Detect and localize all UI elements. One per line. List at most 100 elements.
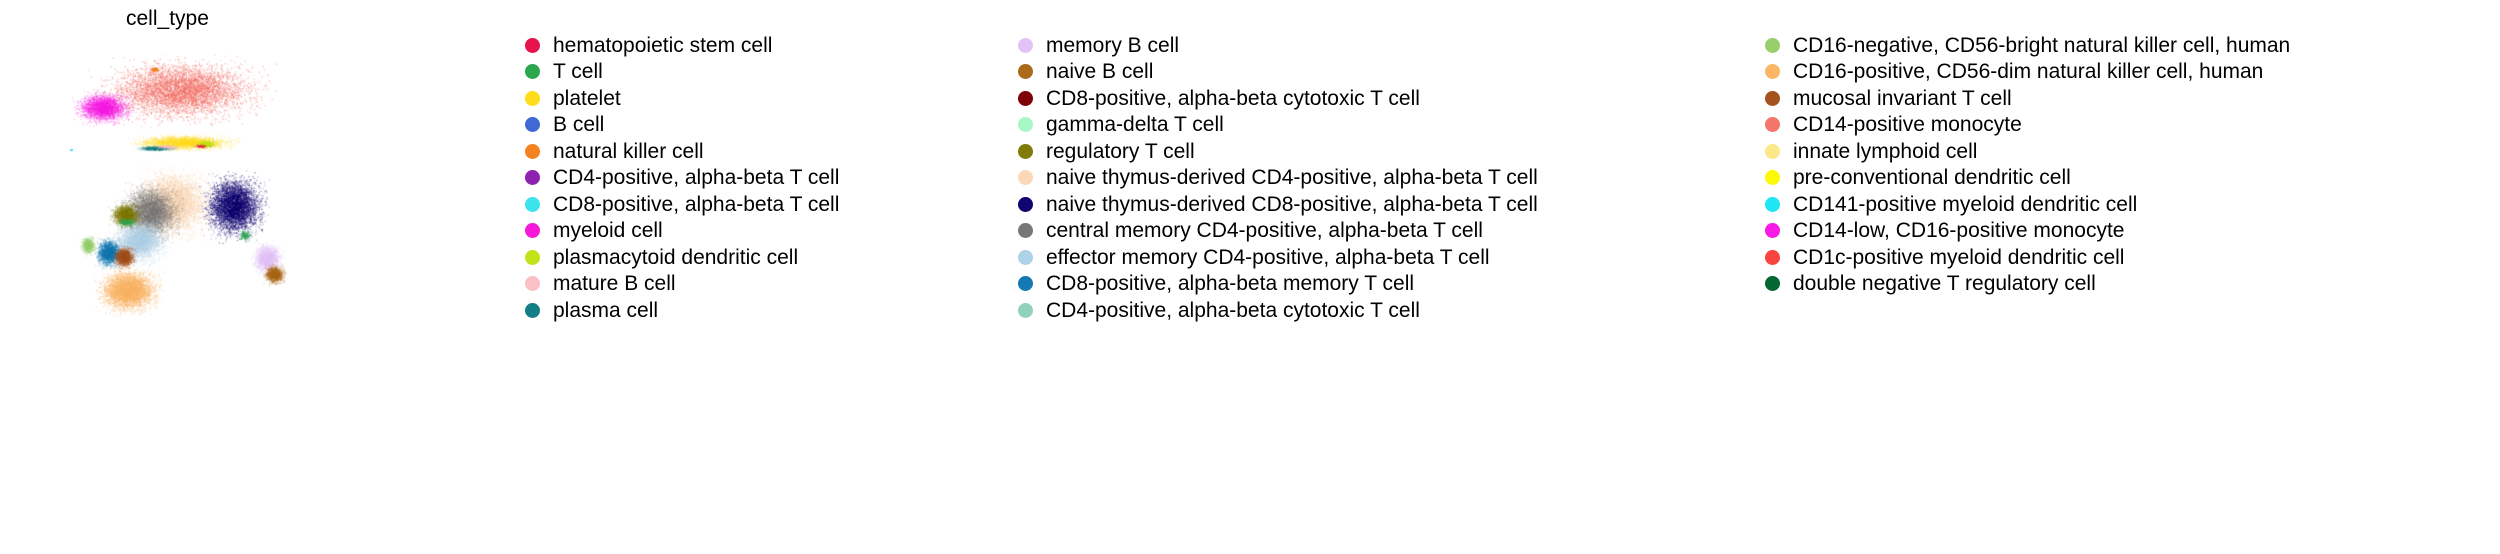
legend-color-dot-icon xyxy=(1018,90,1033,106)
legend-item-label: naive thymus-derived CD8-positive, alpha… xyxy=(1046,192,1538,216)
legend-color-dot-icon xyxy=(525,117,540,133)
legend-item-label: CD8-positive, alpha-beta memory T cell xyxy=(1046,272,1415,296)
legend-color-dot-icon xyxy=(1018,196,1033,212)
legend-color-dot-icon xyxy=(1765,143,1780,159)
legend-item[interactable]: mucosal invariant T cell xyxy=(1765,85,2290,112)
legend-item-label: CD16-negative, CD56-bright natural kille… xyxy=(1793,33,2291,57)
legend-item[interactable]: CD4-positive, alpha-beta T cell xyxy=(525,165,839,192)
legend-item[interactable]: naive thymus-derived CD4-positive, alpha… xyxy=(1018,165,1538,192)
legend-color-dot-icon xyxy=(1018,170,1033,186)
legend-item-label: hematopoietic stem cell xyxy=(553,33,773,57)
legend-color-dot-icon xyxy=(1765,196,1780,212)
legend-item-label: CD14-low, CD16-positive monocyte xyxy=(1793,219,2125,243)
legend-item[interactable]: CD8-positive, alpha-beta T cell xyxy=(525,191,839,218)
legend-color-dot-icon xyxy=(1765,276,1780,292)
legend-item[interactable]: natural killer cell xyxy=(525,138,839,165)
legend-color-dot-icon xyxy=(1765,37,1780,53)
legend-color-dot-icon xyxy=(525,302,540,318)
legend-color-dot-icon xyxy=(525,90,540,106)
legend-item-label: effector memory CD4-positive, alpha-beta… xyxy=(1046,245,1490,269)
umap-scatter-canvas xyxy=(0,0,330,554)
legend-color-dot-icon xyxy=(1018,143,1033,159)
legend-item-label: plasmacytoid dendritic cell xyxy=(553,245,799,269)
legend-color-dot-icon xyxy=(1018,64,1033,80)
legend-item-label: CD14-positive monocyte xyxy=(1793,113,2022,137)
legend-item[interactable]: central memory CD4-positive, alpha-beta … xyxy=(1018,218,1538,245)
legend-color-dot-icon xyxy=(525,170,540,186)
legend-item[interactable]: CD1c-positive myeloid dendritic cell xyxy=(1765,244,2290,271)
legend-item[interactable]: myeloid cell xyxy=(525,218,839,245)
legend-color-dot-icon xyxy=(525,249,540,265)
legend-color-dot-icon xyxy=(1765,117,1780,133)
legend-color-dot-icon xyxy=(1018,223,1033,239)
legend-item-label: gamma-delta T cell xyxy=(1046,113,1224,137)
legend-item[interactable]: memory B cell xyxy=(1018,32,1538,59)
legend-item-label: myeloid cell xyxy=(553,219,663,243)
legend-color-dot-icon xyxy=(525,143,540,159)
legend-item-label: CD8-positive, alpha-beta T cell xyxy=(553,192,840,216)
legend-color-dot-icon xyxy=(1018,302,1033,318)
legend-item[interactable]: CD8-positive, alpha-beta cytotoxic T cel… xyxy=(1018,85,1538,112)
legend-item-label: central memory CD4-positive, alpha-beta … xyxy=(1046,219,1483,243)
page-title: cell_type xyxy=(126,7,209,30)
legend-item[interactable]: CD14-positive monocyte xyxy=(1765,112,2290,139)
legend-item-label: mature B cell xyxy=(553,272,676,296)
legend-column-3: CD16-negative, CD56-bright natural kille… xyxy=(1765,32,2290,297)
legend-item-label: innate lymphoid cell xyxy=(1793,139,1978,163)
legend-item-label: CD1c-positive myeloid dendritic cell xyxy=(1793,245,2125,269)
legend-item[interactable]: regulatory T cell xyxy=(1018,138,1538,165)
legend-item-label: CD4-positive, alpha-beta cytotoxic T cel… xyxy=(1046,298,1420,322)
legend-item-label: double negative T regulatory cell xyxy=(1793,272,2096,296)
legend-item-label: memory B cell xyxy=(1046,33,1180,57)
legend-item[interactable]: naive thymus-derived CD8-positive, alpha… xyxy=(1018,191,1538,218)
legend-item[interactable]: mature B cell xyxy=(525,271,839,298)
legend-color-dot-icon xyxy=(525,276,540,292)
legend-item-label: CD141-positive myeloid dendritic cell xyxy=(1793,192,2138,216)
legend-item-label: mucosal invariant T cell xyxy=(1793,86,2012,110)
legend-item-label: regulatory T cell xyxy=(1046,139,1195,163)
legend-item-label: pre-conventional dendritic cell xyxy=(1793,166,2071,190)
legend-item-label: T cell xyxy=(553,60,603,84)
legend-item[interactable]: innate lymphoid cell xyxy=(1765,138,2290,165)
legend-item-label: B cell xyxy=(553,113,605,137)
legend-item-label: platelet xyxy=(553,86,621,110)
legend-color-dot-icon xyxy=(1018,117,1033,133)
scatter-plot-panel: cell_type xyxy=(0,0,330,554)
legend-color-dot-icon xyxy=(1018,37,1033,53)
legend-color-dot-icon xyxy=(1765,249,1780,265)
legend-item[interactable]: platelet xyxy=(525,85,839,112)
legend-item[interactable]: CD141-positive myeloid dendritic cell xyxy=(1765,191,2290,218)
legend-item-label: CD8-positive, alpha-beta cytotoxic T cel… xyxy=(1046,86,1420,110)
legend-item[interactable]: CD8-positive, alpha-beta memory T cell xyxy=(1018,271,1538,298)
legend-color-dot-icon xyxy=(1765,170,1780,186)
legend-color-dot-icon xyxy=(1018,249,1033,265)
legend-item[interactable]: CD14-low, CD16-positive monocyte xyxy=(1765,218,2290,245)
legend-item-label: naive thymus-derived CD4-positive, alpha… xyxy=(1046,166,1538,190)
legend-item[interactable]: plasmacytoid dendritic cell xyxy=(525,244,839,271)
legend-color-dot-icon xyxy=(525,196,540,212)
legend-item[interactable]: gamma-delta T cell xyxy=(1018,112,1538,139)
legend-item[interactable]: CD16-negative, CD56-bright natural kille… xyxy=(1765,32,2290,59)
legend-item[interactable]: hematopoietic stem cell xyxy=(525,32,839,59)
legend-color-dot-icon xyxy=(1765,223,1780,239)
legend-item[interactable]: effector memory CD4-positive, alpha-beta… xyxy=(1018,244,1538,271)
legend-item[interactable]: pre-conventional dendritic cell xyxy=(1765,165,2290,192)
legend-item-label: CD4-positive, alpha-beta T cell xyxy=(553,166,840,190)
legend-item[interactable]: B cell xyxy=(525,112,839,139)
legend-item[interactable]: CD4-positive, alpha-beta cytotoxic T cel… xyxy=(1018,297,1538,324)
legend-item[interactable]: T cell xyxy=(525,59,839,86)
legend-item-label: plasma cell xyxy=(553,298,659,322)
legend-item[interactable]: double negative T regulatory cell xyxy=(1765,271,2290,298)
legend-item[interactable]: naive B cell xyxy=(1018,59,1538,86)
legend-color-dot-icon xyxy=(1765,90,1780,106)
legend-color-dot-icon xyxy=(525,64,540,80)
legend-item[interactable]: CD16-positive, CD56-dim natural killer c… xyxy=(1765,59,2290,86)
legend-color-dot-icon xyxy=(525,37,540,53)
legend-item[interactable]: plasma cell xyxy=(525,297,839,324)
legend-color-dot-icon xyxy=(1765,64,1780,80)
legend-item-label: CD16-positive, CD56-dim natural killer c… xyxy=(1793,60,2264,84)
